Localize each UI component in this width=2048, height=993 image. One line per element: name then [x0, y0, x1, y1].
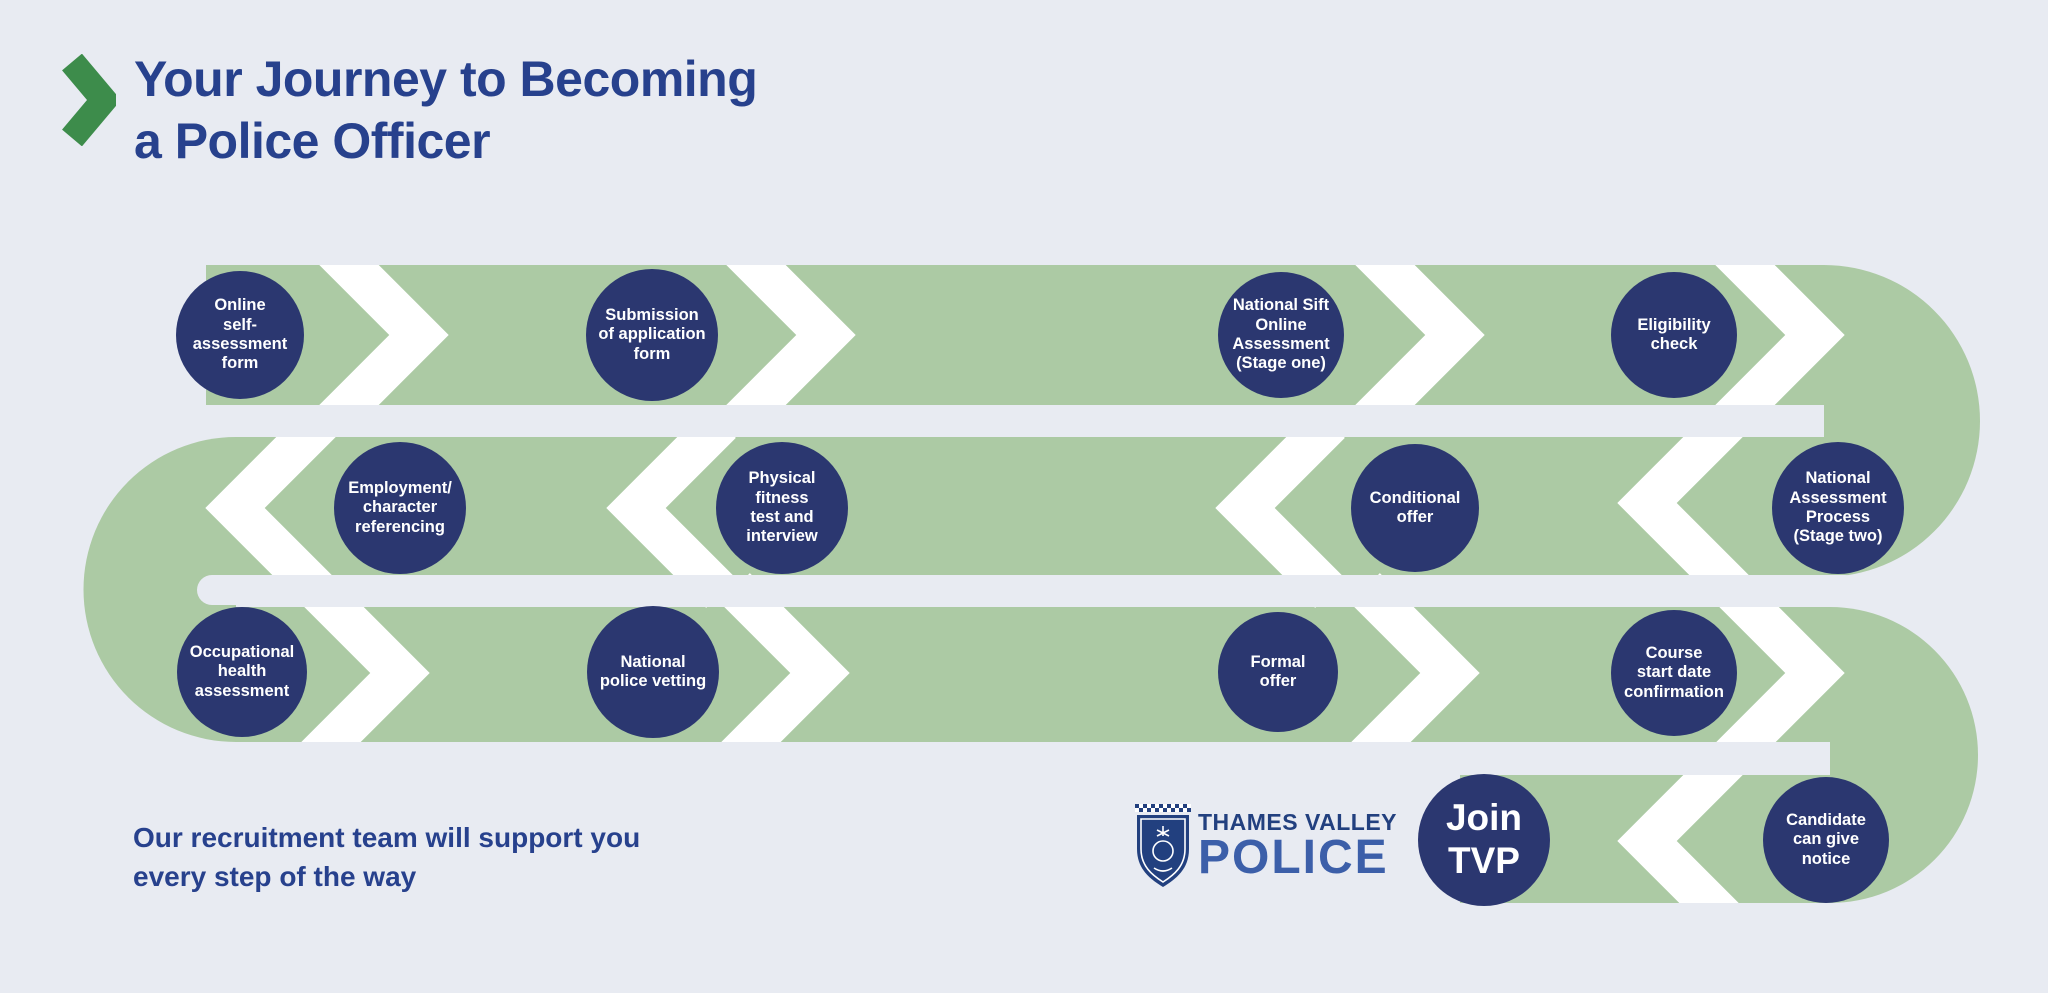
chevron-right-icon [726, 265, 856, 435]
logo-line1: THAMES VALLEY [1198, 809, 1398, 835]
step-eligibility-check: Eligibility check [1611, 272, 1737, 398]
lane-separators [100, 405, 1860, 774]
chevron-right-icon [1355, 265, 1485, 435]
chevron-left-icon [1215, 408, 1345, 608]
title-block: Your Journey to Becoming a Police Office… [58, 48, 758, 172]
step-national-assessment-process: National Assessment Process (Stage two) [1772, 442, 1904, 574]
page-title: Your Journey to Becoming a Police Office… [134, 51, 758, 169]
chevron-right-icon [319, 265, 449, 435]
step-national-sift-online-assessment: National Sift Online Assessment (Stage o… [1218, 272, 1344, 398]
chevron-left-icon [606, 408, 736, 608]
step-occupational-health-assessment: Occupational health assessment [177, 607, 307, 737]
step-candidate-can-give-notice: Candidate can give notice [1763, 777, 1889, 903]
step-employment-character-referencing: Employment/ character referencing [334, 442, 466, 574]
support-note: Our recruitment team will support you ev… [133, 822, 641, 893]
chevron-right-icon [720, 573, 850, 773]
tvp-logo: THAMES VALLEY POLICE [1134, 804, 1397, 890]
chevron-right-icon [1350, 573, 1480, 773]
tvp-logo-text: THAMES VALLEY POLICE [1198, 804, 1397, 881]
step-online-self-assessment-form: Online self-assessment form [176, 271, 304, 399]
step-national-police-vetting: National police vetting [587, 606, 719, 738]
step-join-tvp: Join TVP [1418, 774, 1550, 906]
step-course-start-date-confirmation: Course start date confirmation [1611, 610, 1737, 736]
step-conditional-offer: Conditional offer [1351, 444, 1479, 572]
tvp-crest-icon [1135, 804, 1191, 887]
step-formal-offer: Formal offer [1218, 612, 1338, 732]
title-chevron-icon [62, 54, 116, 146]
step-submission-of-application-form: Submission of application form [586, 269, 718, 401]
step-physical-fitness-test-and-interview: Physical fitness test and interview [716, 442, 848, 574]
logo-line2: POLICE [1198, 831, 1389, 885]
